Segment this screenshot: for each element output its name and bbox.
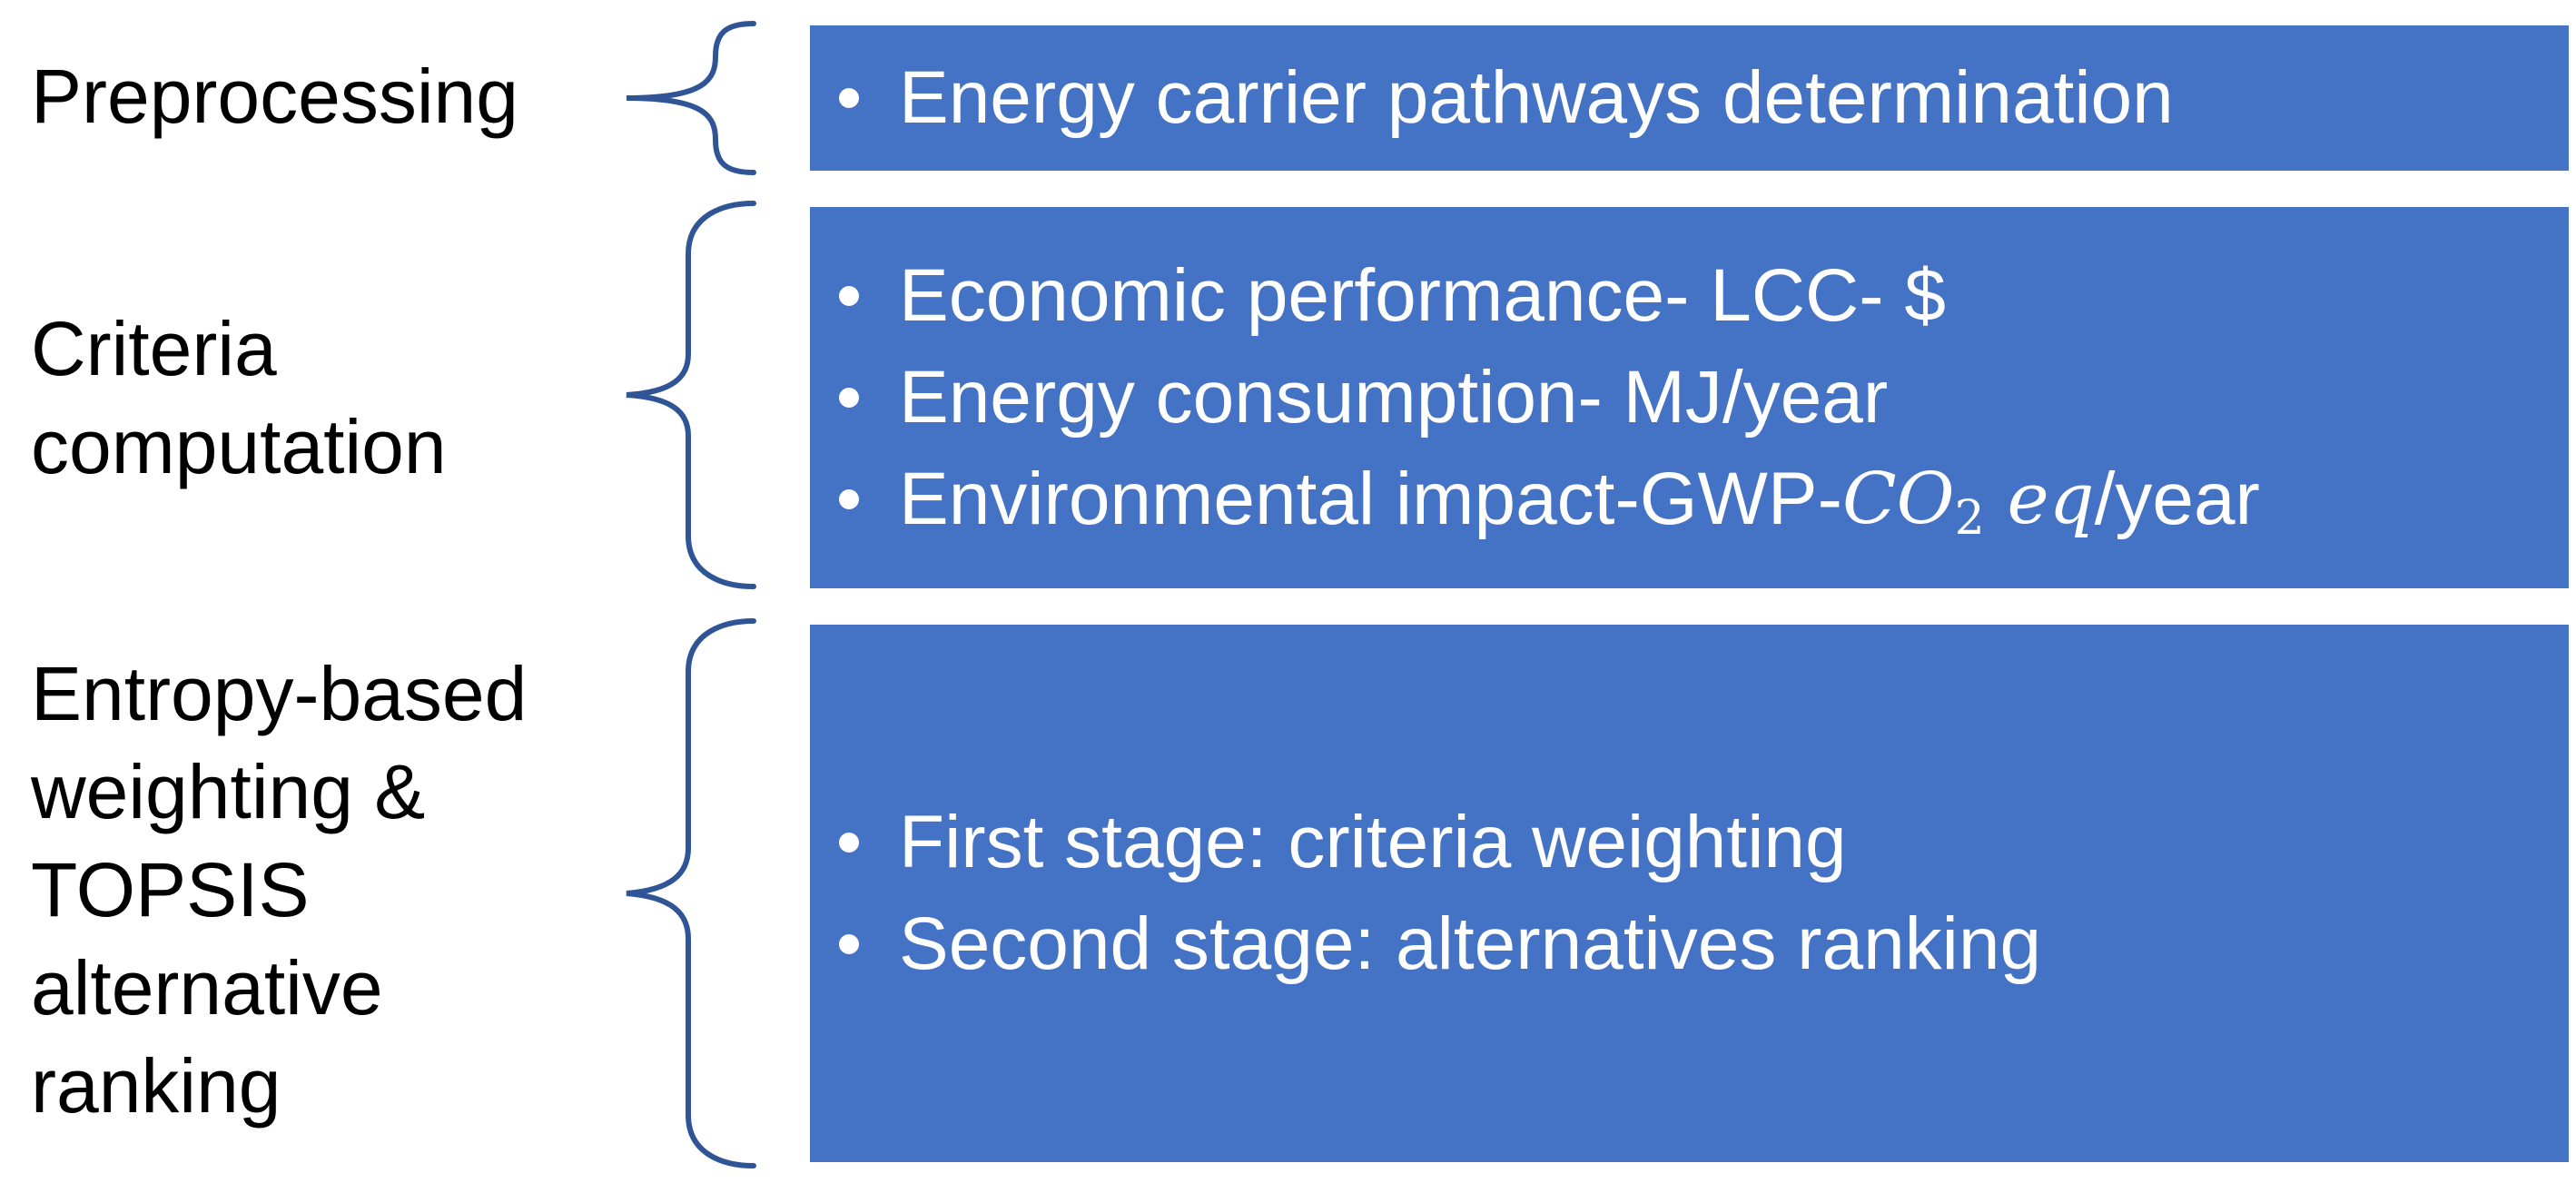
bullet-dot — [839, 286, 859, 306]
stage-box-preprocessing: Energy carrier pathways determination — [810, 25, 2569, 171]
brace-entropy-topsis — [626, 618, 756, 1168]
stage-box-entropy-topsis: First stage: criteria weighting Second s… — [810, 625, 2569, 1162]
bullet-dot — [839, 833, 859, 853]
stage-label-line: weighting & — [31, 749, 426, 834]
bullet-item: Energy consumption- MJ/year — [839, 347, 2569, 449]
formula-tail: eq — [1984, 458, 2095, 540]
bullet-item: First stage: criteria weighting — [839, 792, 2569, 893]
bullet-text: Energy consumption- MJ/year — [899, 356, 1889, 439]
stage-label-line: Entropy-based — [31, 651, 528, 736]
co2-eq-formula: CO2 eq — [1842, 449, 2095, 550]
brace-preprocessing — [626, 21, 756, 175]
formula-main: CO — [1841, 458, 1955, 540]
stage-label-line: Preprocessing — [31, 54, 518, 139]
stage-label-criteria-computation: Criteria computation — [31, 300, 447, 496]
bullet-text-prefix: Environmental impact-GWP- — [899, 458, 1842, 540]
bullet-text-suffix: /year — [2094, 458, 2260, 540]
bullet-item: Second stage: alternatives ranking — [839, 893, 2569, 995]
bullet-item: Environmental impact-GWP- CO2 eq /year — [839, 449, 2569, 550]
bullet-text: Energy carrier pathways determination — [899, 56, 2174, 139]
stage-label-line: ranking — [31, 1043, 281, 1129]
stage-label-line: Criteria — [31, 306, 277, 391]
brace-criteria-computation — [626, 201, 756, 589]
stage-label-line: alternative — [31, 945, 383, 1030]
bullet-dot — [839, 88, 859, 108]
stage-box-criteria-computation: Economic performance- LCC- $ Energy cons… — [810, 207, 2569, 588]
stage-label-preprocessing: Preprocessing — [31, 47, 518, 145]
bullet-text: Economic performance- LCC- $ — [899, 254, 1946, 337]
bullet-dot — [839, 489, 859, 509]
stage-label-entropy-topsis: Entropy-based weighting & TOPSIS alterna… — [31, 645, 527, 1135]
stage-label-line: computation — [31, 404, 447, 489]
bullet-dot — [839, 934, 859, 954]
bullet-dot — [839, 388, 859, 408]
stage-label-line: TOPSIS — [31, 847, 310, 932]
formula-subscript: 2 — [1954, 491, 1985, 546]
bullet-text: Second stage: alternatives ranking — [899, 902, 2042, 985]
bullet-item: Economic performance- LCC- $ — [839, 245, 2569, 347]
bullet-text: First stage: criteria weighting — [899, 801, 1847, 883]
bullet-item: Energy carrier pathways determination — [839, 47, 2569, 149]
